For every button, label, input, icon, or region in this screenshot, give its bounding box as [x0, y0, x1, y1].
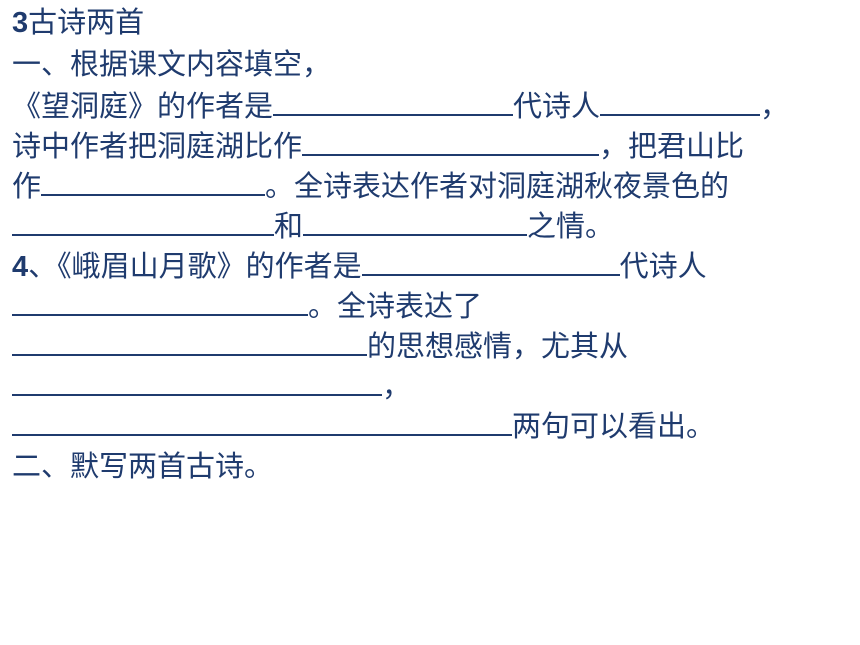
blank-lake-metaphor[interactable] — [302, 128, 600, 156]
section2-line5: 两句可以看出。 — [12, 406, 715, 446]
text: 。全诗表达作者对洞庭湖秋夜景色的 — [265, 169, 730, 203]
text: ，把君山比 — [599, 129, 745, 163]
section2-line1: 4、《峨眉山月歌》的作者是 代诗人 — [12, 246, 707, 287]
text: 和 — [274, 209, 304, 243]
blank-feeling-2[interactable] — [303, 208, 528, 236]
text: 、《峨眉山月歌》的作者是 — [28, 249, 362, 283]
text: 。全诗表达了 — [308, 289, 483, 323]
blank-mountain-metaphor[interactable] — [41, 168, 266, 196]
blank-feeling-1[interactable] — [12, 208, 274, 236]
text: 的思想感情，尤其从 — [367, 329, 629, 363]
blank-verse-2[interactable] — [12, 408, 512, 436]
text: 作 — [12, 169, 42, 203]
section1-heading: 一、根据课文内容填空， — [12, 47, 332, 81]
section1-line1: 《望洞庭》的作者是 代诗人 ， — [12, 86, 789, 126]
section2-line4: ， — [12, 366, 411, 406]
section2-line2: 。全诗表达了 — [12, 286, 482, 326]
blank-emotion[interactable] — [12, 328, 367, 356]
text: 代诗人 — [619, 249, 707, 283]
section1-line2: 诗中作者把洞庭湖比作 ，把君山比 — [12, 126, 744, 166]
text: 诗中作者把洞庭湖比作 — [12, 129, 303, 163]
section1-line4: 和 之情。 — [12, 206, 614, 246]
blank-dynasty[interactable] — [600, 88, 761, 116]
section3-heading: 二、默写两首古诗。 — [12, 449, 274, 483]
section2-number: 4 — [12, 251, 29, 283]
title-text: 古诗两首 — [28, 5, 145, 39]
section2-line3: 的思想感情，尤其从 — [12, 326, 628, 366]
title-number: 3 — [12, 7, 29, 39]
text: 代诗人 — [513, 89, 601, 123]
blank-dynasty-2[interactable] — [12, 288, 308, 316]
text: ， — [382, 369, 412, 403]
blank-author-2[interactable] — [361, 248, 620, 276]
text: ， — [760, 89, 790, 123]
text: 之情。 — [527, 209, 615, 243]
section1-line3: 作 。全诗表达作者对洞庭湖秋夜景色的 — [12, 166, 729, 206]
text: 两句可以看出。 — [512, 409, 716, 443]
blank-verse-1[interactable] — [12, 368, 382, 396]
blank-author[interactable] — [273, 88, 514, 116]
page-title: 3古诗两首 — [12, 2, 144, 43]
text: 《望洞庭》的作者是 — [12, 89, 274, 123]
